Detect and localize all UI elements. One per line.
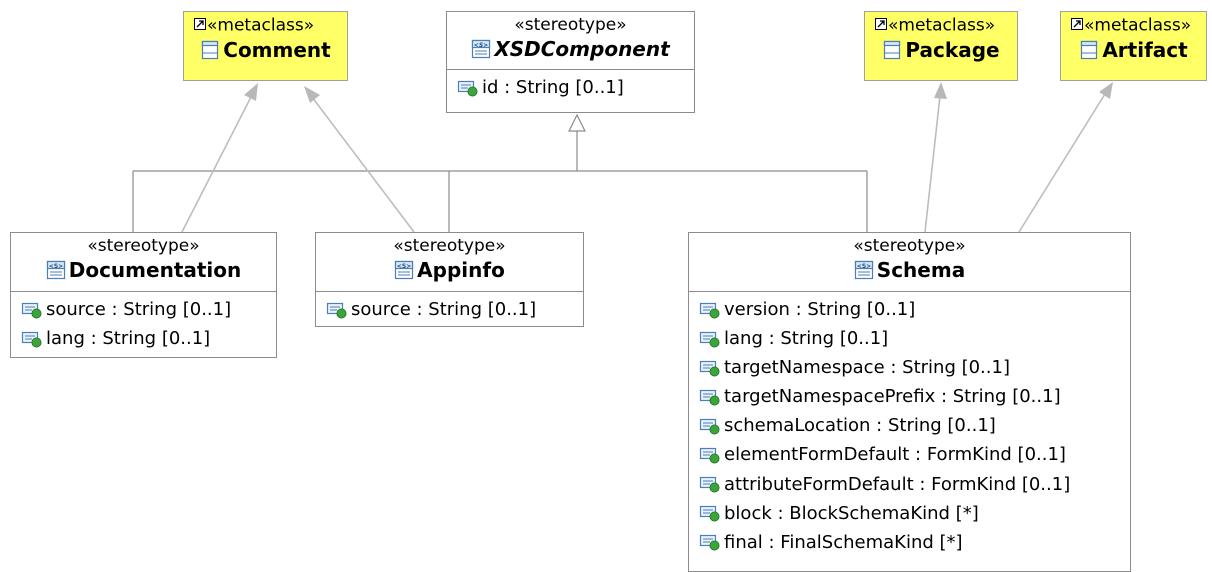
stereotype-class-icon: <S>: [471, 39, 491, 59]
shortcut-arrow-icon: [1071, 15, 1083, 36]
attribute-label: version : String [0..1]: [724, 299, 916, 320]
attribute-icon: [699, 417, 721, 435]
class-name: Comment: [223, 37, 331, 62]
stereotype-class-icon: <S>: [394, 260, 414, 280]
extension-appinfo-comment[interactable]: [304, 86, 415, 233]
attribute-row[interactable]: attributeFormDefault : FormKind [0..1]: [689, 470, 1130, 499]
attribute-label: source : String [0..1]: [46, 299, 232, 320]
attribute-icon: [699, 533, 721, 551]
svg-text:<S>: <S>: [857, 263, 871, 270]
attribute-label: source : String [0..1]: [351, 299, 537, 320]
stereotype-documentation[interactable]: «stereotype» <S> Documentation source : S…: [10, 232, 277, 358]
svg-text:<S>: <S>: [397, 263, 411, 270]
class-name: Artifact: [1102, 37, 1188, 62]
attribute-label: lang : String [0..1]: [46, 328, 211, 350]
shortcut-arrow-icon: [194, 15, 206, 36]
stereotype-label: «metaclass»: [888, 15, 996, 36]
metaclass-package[interactable]: «metaclass» Package: [864, 11, 1018, 81]
attribute-icon: [699, 446, 721, 464]
extension-schema-package[interactable]: [924, 82, 947, 233]
attribute-label: elementFormDefault : FormKind [0..1]: [724, 444, 1066, 466]
stereotype-label: «metaclass»: [207, 15, 315, 36]
attribute-icon: [457, 79, 479, 97]
generalization-connector[interactable]: [132, 113, 868, 232]
attribute-label: targetNamespace : String [0..1]: [724, 357, 1010, 379]
attribute-row[interactable]: elementFormDefault : FormKind [0..1]: [689, 440, 1130, 469]
attribute-label: final : FinalSchemaKind [*]: [724, 531, 963, 553]
attribute-row[interactable]: lang : String [0..1]: [689, 324, 1130, 353]
class-name: Documentation: [68, 258, 242, 282]
stereotype-class-icon: <S>: [46, 260, 66, 280]
attribute-row[interactable]: lang : String [0..1]: [11, 324, 276, 353]
attribute-row[interactable]: schemaLocation : String [0..1]: [689, 411, 1130, 440]
attribute-icon: [699, 475, 721, 493]
relationship-layer: [132, 82, 1113, 233]
extension-schema-artifact[interactable]: [1018, 82, 1113, 233]
metaclass-comment[interactable]: «metaclass» Comment: [183, 11, 348, 81]
stereotype-label: «metaclass»: [1084, 15, 1192, 36]
shortcut-arrow-icon: [875, 15, 887, 36]
stereotype-class-icon: <S>: [854, 260, 874, 280]
class-name: Package: [905, 37, 1000, 62]
stereotype-label: «stereotype»: [87, 236, 200, 256]
stereotype-appinfo[interactable]: «stereotype» <S> Appinfo source : String …: [315, 232, 584, 327]
attribute-label: attributeFormDefault : FormKind [0..1]: [724, 473, 1071, 495]
attribute-label: targetNamespacePrefix : String [0..1]: [724, 386, 1061, 408]
stereotype-label: «stereotype»: [514, 15, 627, 35]
svg-text:<S>: <S>: [49, 263, 63, 270]
class-name: Schema: [876, 258, 966, 282]
class-name: XSDComponent: [494, 37, 670, 61]
svg-text:<S>: <S>: [474, 42, 488, 49]
attribute-icon: [21, 330, 43, 348]
attribute-row[interactable]: targetNamespace : String [0..1]: [689, 353, 1130, 382]
attribute-row[interactable]: final : FinalSchemaKind [*]: [689, 528, 1130, 557]
stereotype-label: «stereotype»: [393, 236, 506, 256]
stereotype-schema[interactable]: «stereotype» <S> Schema version : String …: [688, 232, 1131, 572]
extension-documentation-comment[interactable]: [181, 83, 258, 233]
metaclass-icon: [882, 40, 902, 60]
attribute-row[interactable]: version : String [0..1]: [689, 295, 1130, 324]
metaclass-icon: [200, 40, 220, 60]
metaclass-icon: [1079, 40, 1099, 60]
attribute-row[interactable]: source : String [0..1]: [316, 295, 583, 324]
metaclass-artifact[interactable]: «metaclass» Artifact: [1060, 11, 1207, 81]
attribute-icon: [699, 330, 721, 348]
attribute-row[interactable]: source : String [0..1]: [11, 295, 276, 324]
stereotype-xsdcomponent[interactable]: «stereotype» <S> XSDComponent id : String…: [446, 11, 695, 113]
attribute-row[interactable]: id : String [0..1]: [447, 73, 694, 102]
attribute-icon: [21, 301, 43, 319]
attribute-icon: [699, 359, 721, 377]
attribute-icon: [699, 504, 721, 522]
attribute-icon: [326, 301, 348, 319]
stereotype-label: «stereotype»: [853, 236, 966, 256]
attribute-label: schemaLocation : String [0..1]: [724, 415, 996, 437]
attribute-label: id : String [0..1]: [482, 77, 624, 98]
attribute-label: block : BlockSchemaKind [*]: [724, 502, 979, 524]
class-name: Appinfo: [417, 258, 505, 282]
attribute-icon: [699, 388, 721, 406]
attribute-icon: [699, 301, 721, 319]
attribute-row[interactable]: targetNamespacePrefix : String [0..1]: [689, 382, 1130, 411]
attribute-row[interactable]: block : BlockSchemaKind [*]: [689, 499, 1130, 528]
attribute-label: lang : String [0..1]: [724, 328, 889, 350]
